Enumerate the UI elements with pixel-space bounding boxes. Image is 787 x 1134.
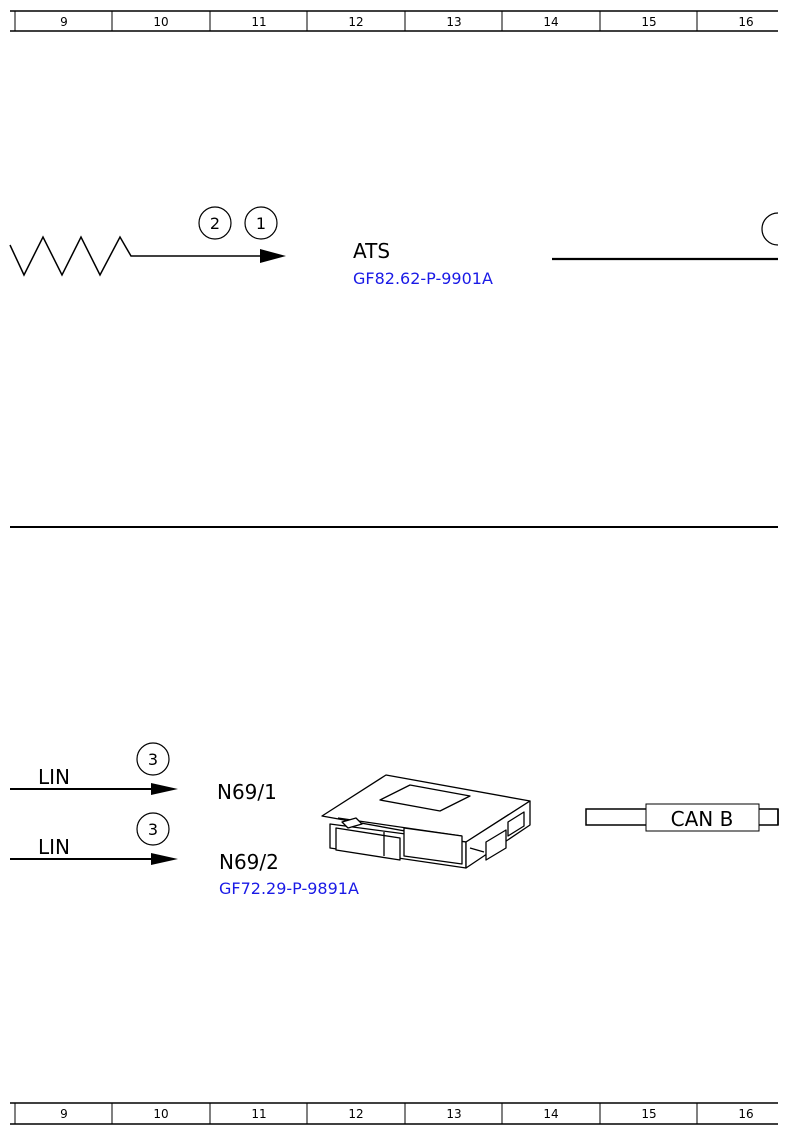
top-grid-col-12: 12: [348, 15, 363, 29]
control-module-icon: [321, 774, 531, 869]
module-n69-1-label: N69/1: [217, 780, 277, 804]
callout-3-upper[interactable]: 3: [136, 742, 170, 776]
lin-label-1: LIN: [38, 765, 70, 789]
bottom-grid-col-10: 10: [153, 1107, 168, 1121]
lin-label-2: LIN: [38, 835, 70, 859]
top-grid-col-9: 9: [60, 15, 68, 29]
module-n69-2-label: N69/2: [219, 850, 279, 874]
top-grid-col-16: 16: [738, 15, 753, 29]
ats-title: ATS: [353, 239, 390, 263]
bottom-grid-col-11: 11: [251, 1107, 266, 1121]
can-b-connector: CAN B: [585, 803, 779, 832]
callout-1[interactable]: 1: [244, 206, 278, 240]
top-grid-col-10: 10: [153, 15, 168, 29]
top-grid-col-13: 13: [446, 15, 461, 29]
callout-2-label: 2: [210, 214, 220, 233]
bottom-grid-col-16: 16: [738, 1107, 753, 1121]
bottom-grid-ruler: 9 10 11 12 13 14 15 16: [10, 1102, 778, 1125]
callout-3-lower[interactable]: 3: [136, 812, 170, 846]
bottom-grid-col-13: 13: [446, 1107, 461, 1121]
bottom-grid-col-14: 14: [543, 1107, 558, 1121]
top-grid-col-15: 15: [641, 15, 656, 29]
lin-arrowhead-1-icon: [151, 783, 178, 795]
ats-section: 2 1 ATS GF82.62-P-9901A: [9, 206, 779, 288]
zigzag-signal-line: [9, 235, 260, 277]
bottom-grid-col-9: 9: [60, 1107, 68, 1121]
partial-callout-circle: [761, 212, 779, 246]
callout-3-lower-label: 3: [148, 820, 158, 839]
lin-arrowhead-2-icon: [151, 853, 178, 865]
top-grid-col-11: 11: [251, 15, 266, 29]
callout-3-upper-label: 3: [148, 750, 158, 769]
callout-2[interactable]: 2: [198, 206, 232, 240]
ats-link[interactable]: GF82.62-P-9901A: [353, 269, 493, 288]
bottom-grid-col-12: 12: [348, 1107, 363, 1121]
n69-section: LIN 3 LIN 3 N69/1 N69/2 GF72.29-P-9891A: [10, 742, 779, 898]
bottom-grid-col-15: 15: [641, 1107, 656, 1121]
ats-arrowhead-icon: [260, 249, 286, 263]
top-grid-ruler: 9 10 11 12 13 14 15 16: [10, 10, 778, 32]
top-grid-col-14: 14: [543, 15, 558, 29]
can-b-label: CAN B: [671, 807, 734, 831]
callout-1-label: 1: [256, 214, 266, 233]
n69-link[interactable]: GF72.29-P-9891A: [219, 879, 359, 898]
